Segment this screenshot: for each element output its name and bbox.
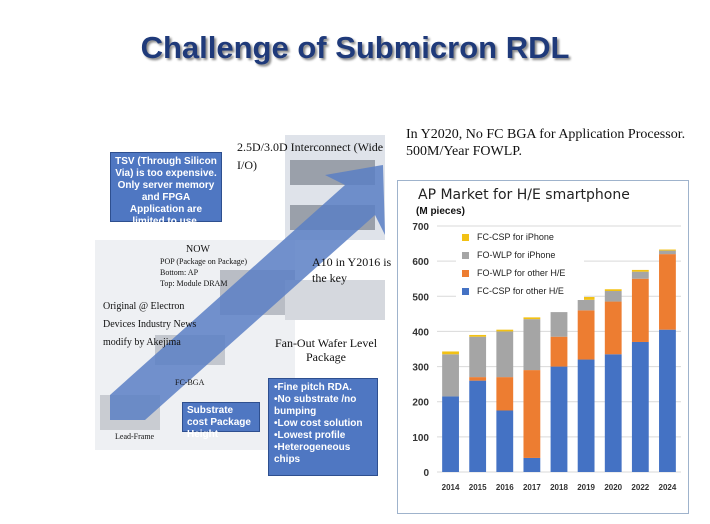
bar-segment	[523, 370, 541, 458]
x-tick-label: 2019	[577, 483, 595, 492]
legend-item: FO-WLP for iPhone	[456, 246, 584, 264]
bar-segment	[604, 289, 622, 292]
bar-segment	[577, 299, 595, 311]
bar-segment	[577, 310, 595, 360]
legend-label: FC-CSP for other H/E	[477, 286, 564, 296]
benefit-item: •Fine pitch RDA.	[274, 382, 352, 393]
legend-swatch	[462, 233, 469, 241]
bar-segment	[577, 296, 595, 300]
bar-segment	[631, 341, 649, 472]
benefit-item: •Low cost solution	[274, 418, 363, 429]
chart-legend: FC-CSP for iPhone FO-WLP for iPhone FO-W…	[456, 228, 584, 300]
interconnect-label: 2.5D/3.0D Interconnect (Wide I/O)	[237, 140, 384, 172]
bar-segment	[496, 377, 514, 411]
x-tick-label: 2016	[496, 483, 514, 492]
x-tick-label: 2022	[631, 483, 649, 492]
bottom-text: Bottom: AP	[160, 268, 199, 277]
bar-segment	[550, 336, 568, 367]
bar-segment	[442, 396, 459, 472]
bar-segment	[523, 317, 541, 320]
top-text: Top: Module DRAM	[160, 279, 228, 288]
y-tick-label: 300	[412, 363, 429, 374]
y-tick-label: 400	[412, 327, 429, 338]
bar-segment	[604, 291, 622, 302]
y-axis-label: (M pieces)	[416, 206, 465, 217]
legend-label: FO-WLP for other H/E	[477, 268, 566, 278]
a10-text: A10 in Y2016 is the key	[312, 255, 392, 285]
bar-segment	[577, 359, 595, 472]
bar-segment	[659, 329, 676, 472]
y-tick-label: 500	[412, 292, 429, 303]
fc-bga-label: FC-BGA	[175, 378, 205, 387]
y-tick-label: 0	[423, 468, 429, 479]
bar-segment	[523, 457, 541, 472]
legend-label: FC-CSP for iPhone	[477, 232, 554, 242]
bar-segment	[604, 301, 622, 355]
fowlp-label: Fan-Out Wafer Level Package	[274, 336, 378, 364]
bar-segment	[496, 410, 514, 472]
bar-segment	[469, 334, 487, 337]
chart-title: AP Market for H/E smartphone	[418, 187, 630, 203]
x-tick-label: 2014	[442, 483, 460, 492]
legend-item: FO-WLP for other H/E	[456, 264, 584, 282]
legend-swatch	[462, 251, 469, 259]
now-label: NOW	[186, 244, 210, 255]
packaging-evolution-illustration	[95, 120, 395, 450]
legend-item: FC-CSP for other H/E	[456, 282, 584, 300]
x-tick-label: 2015	[469, 483, 487, 492]
bar-segment	[496, 331, 514, 378]
bar-segment	[659, 254, 676, 330]
bar-segment	[469, 336, 487, 378]
pop-text: POP (Package on Package)	[160, 257, 248, 266]
bar-segment	[442, 354, 459, 397]
y-tick-label: 200	[412, 398, 429, 409]
benefit-item: •Lowest profile	[274, 430, 346, 441]
substrate-callout: Substrate cost Package Height	[182, 402, 260, 440]
right-heading: In Y2020, No FC BGA for Application Proc…	[406, 127, 686, 159]
bar-segment	[631, 271, 649, 279]
x-tick-label: 2024	[659, 483, 677, 492]
benefits-callout: •Fine pitch RDA. •No substrate /no bumpi…	[268, 378, 378, 476]
bar-segment	[496, 329, 514, 332]
page-title: Challenge of Submicron RDL	[140, 30, 570, 65]
bar-segment	[469, 377, 487, 381]
bar-segment	[604, 354, 622, 472]
x-tick-label: 2020	[604, 483, 622, 492]
x-tick-label: 2018	[550, 483, 568, 492]
bar-segment	[631, 269, 649, 272]
bar-segment	[659, 250, 676, 255]
source-note: Original @ Electron Devices Industry New…	[103, 301, 197, 348]
legend-swatch	[462, 269, 469, 277]
y-tick-label: 600	[412, 257, 429, 268]
bar-segment	[631, 278, 649, 342]
stacked-bar-chart: 0 100 200 300 400 500 600 700 2014 2015 2016 2017 20…	[412, 222, 681, 492]
bar-segment	[442, 351, 459, 355]
y-tick-label: 100	[412, 433, 429, 444]
benefit-item: •Heterogeneous chips	[274, 442, 351, 465]
legend-item: FC-CSP for iPhone	[456, 228, 584, 246]
bar-segment	[659, 249, 676, 251]
legend-swatch	[462, 287, 469, 295]
x-tick-label: 2017	[523, 483, 541, 492]
fowlp-package-image	[285, 280, 385, 320]
bar-segment	[469, 380, 487, 472]
legend-label: FO-WLP for iPhone	[477, 250, 556, 260]
bar-segment	[550, 312, 568, 337]
lead-frame-label: Lead-Frame	[115, 432, 155, 441]
benefit-item: •No substrate /no bumping	[274, 394, 357, 417]
evolution-arrow	[110, 165, 385, 420]
bar-segment	[550, 366, 568, 472]
y-tick-label: 700	[412, 222, 429, 233]
bar-segment	[523, 319, 541, 371]
tsv-callout: TSV (Through Silicon Via) is too expensi…	[110, 152, 222, 227]
